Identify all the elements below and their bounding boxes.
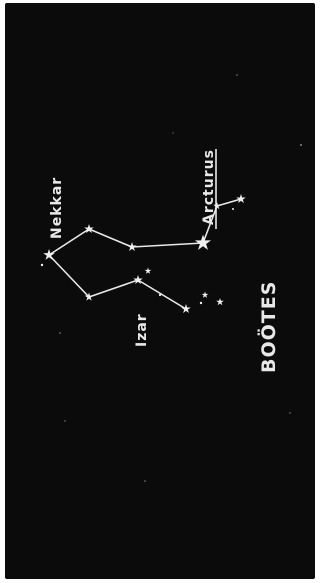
star-faint-izar xyxy=(159,294,161,296)
star-faint-north xyxy=(232,208,234,210)
star-far-east xyxy=(216,298,224,305)
star-arcturus xyxy=(195,235,211,250)
star-chart-plate: Nekkar Arcturus Izar BOÖTES xyxy=(5,3,315,579)
line-mid-arcturus xyxy=(132,243,203,247)
star-izar-companion xyxy=(145,268,152,274)
line-izar-east xyxy=(138,280,186,309)
line-nekkar-lower xyxy=(49,255,89,297)
star-east-small xyxy=(202,292,209,298)
star-faint-east xyxy=(200,302,202,304)
label-izar: Izar xyxy=(134,313,150,347)
star-east xyxy=(181,304,191,313)
line-upper-mid xyxy=(89,229,132,247)
line-lower-izar xyxy=(89,280,138,297)
star-faint-nekkar xyxy=(41,264,43,266)
line-north-east xyxy=(217,199,241,206)
background-specks xyxy=(59,74,302,482)
constellation-title: BOÖTES xyxy=(256,281,280,373)
constellation-diagram: Nekkar Arcturus Izar BOÖTES xyxy=(5,3,315,579)
label-nekkar: Nekkar xyxy=(49,177,65,239)
label-arcturus: Arcturus xyxy=(201,149,217,225)
star-north-east xyxy=(236,194,246,203)
